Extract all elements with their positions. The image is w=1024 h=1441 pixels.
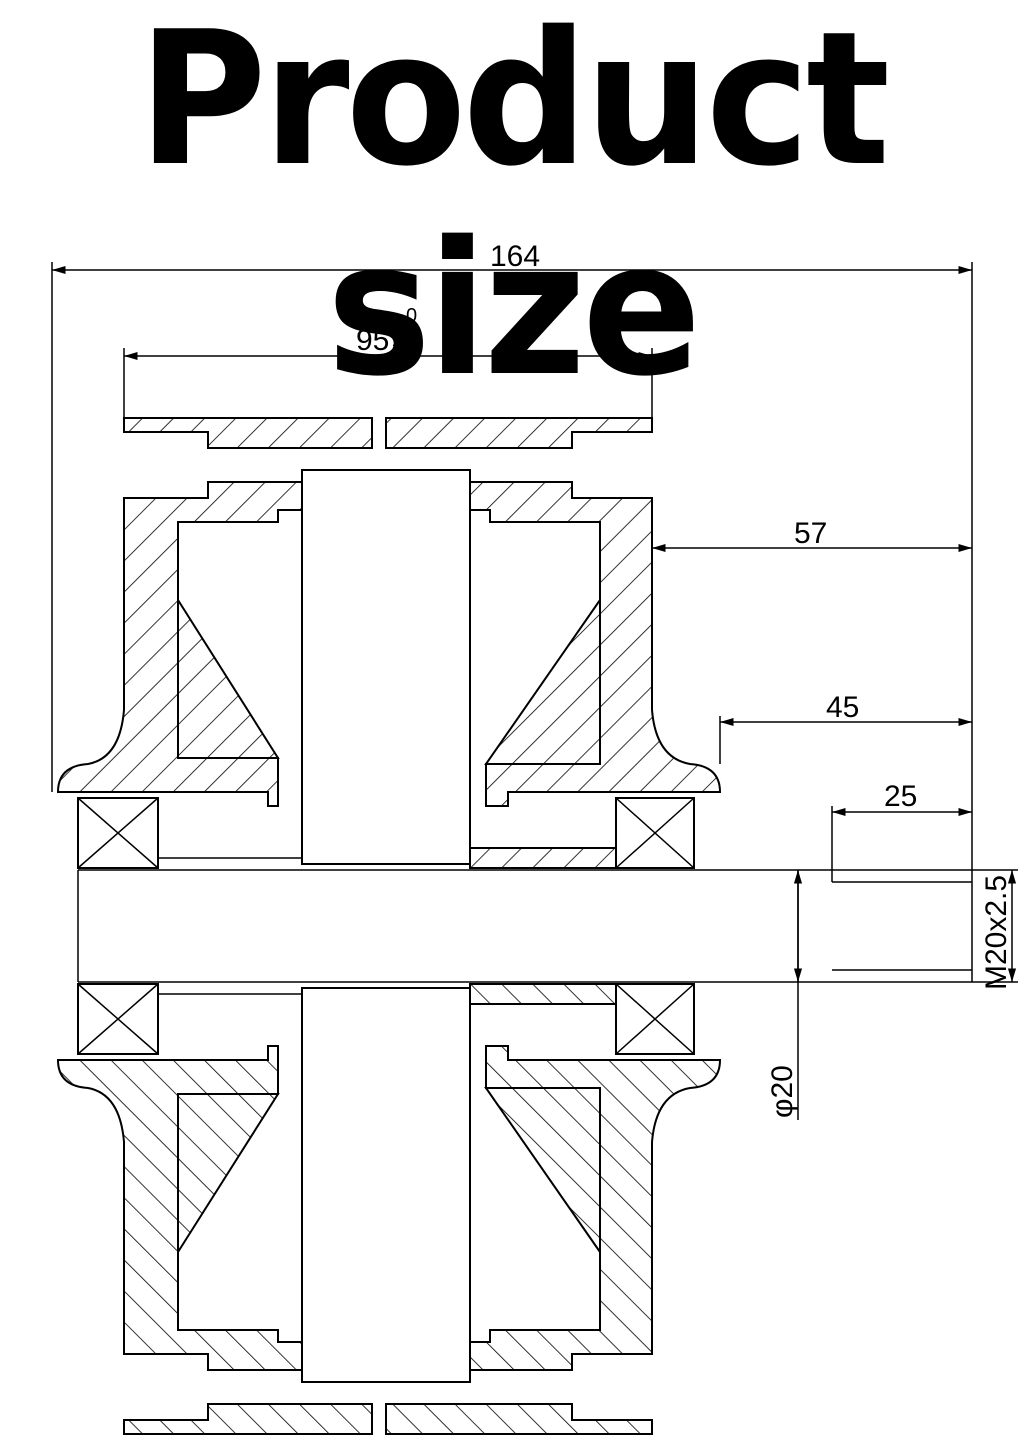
hub-bottom-half	[56, 983, 722, 1435]
dimension-overall: 164	[51, 240, 973, 982]
dimension-to-shoulder: 45	[719, 691, 972, 764]
right-spoke	[484, 596, 601, 765]
dim-thread-length-label: 25	[884, 780, 917, 813]
page-title: Product size	[137, 0, 890, 418]
right-hub-section	[385, 417, 653, 449]
dim-to-flange-label: 57	[794, 517, 827, 550]
dim-overall-label: 164	[490, 240, 540, 273]
center-rotor-top	[301, 469, 471, 865]
shaft	[77, 869, 972, 983]
dim-to-shoulder-label: 45	[826, 691, 859, 724]
dim-hub-tol-lower: +2	[392, 335, 415, 357]
dimension-thread-length: 25	[831, 780, 972, 882]
dim-shaft-dia-label: φ20	[766, 1065, 799, 1118]
dimension-thread-spec: M20x2.5	[972, 869, 1018, 990]
dim-thread-spec-label: M20x2.5	[980, 875, 1013, 990]
right-sleeve-top	[469, 847, 617, 869]
left-hub-wall	[56, 481, 303, 807]
dimension-shaft-dia: φ20	[766, 870, 803, 1120]
hub-top-half	[56, 417, 722, 869]
dim-hub-tol-upper: 0	[406, 305, 417, 327]
dimension-hub-width: 95 0 +2	[123, 305, 653, 418]
bearing-left-top	[77, 797, 159, 869]
dimension-to-flange: 57	[652, 517, 972, 553]
left-spoke	[177, 596, 280, 759]
bearing-right-top	[615, 797, 695, 869]
left-hub-section	[123, 417, 373, 449]
dim-hub-width-label: 95	[356, 324, 389, 357]
